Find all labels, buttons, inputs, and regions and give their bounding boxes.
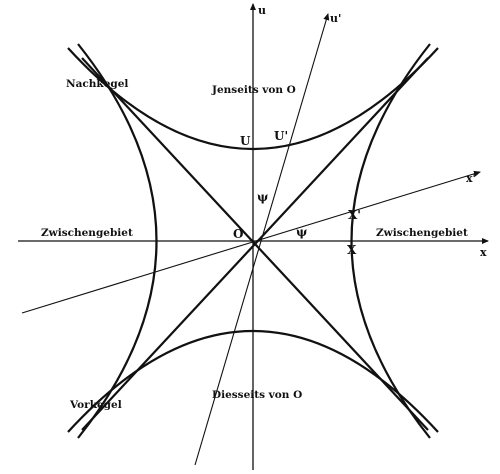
zwischengebiet-left-label: Zwischengebiet [41,227,133,239]
angle-psi-u-label: ψ [257,190,268,204]
vorkegel-label: Vorkegel [69,399,122,411]
nachkegel-label: Nachkegel [66,78,128,90]
u-prime-axis-label: u' [330,12,341,25]
point-u-label: U [240,134,251,148]
x-prime-axis-label: x' [466,172,476,185]
u-axis-label: u [258,4,266,17]
x-prime-axis [21,170,481,314]
point-x-label: X [347,243,357,257]
jenseits-label: Jenseits von O [211,84,296,96]
hyperbola-bottom [67,330,439,433]
point-u-prime-label: U' [274,129,288,143]
origin-label: O [233,227,243,241]
hyperbola-top [67,47,439,150]
zwischengebiet-right-label: Zwischengebiet [376,227,468,239]
diesseits-label: Diesseits von O [212,389,302,401]
light-cone-line-falling [81,57,429,431]
hyperbola-left [77,43,158,439]
x-axis-label: x [480,246,487,259]
angle-psi-x-label: ψ [296,225,307,239]
point-x-prime-label: X' [348,208,361,222]
hyperbola-right [350,43,431,439]
